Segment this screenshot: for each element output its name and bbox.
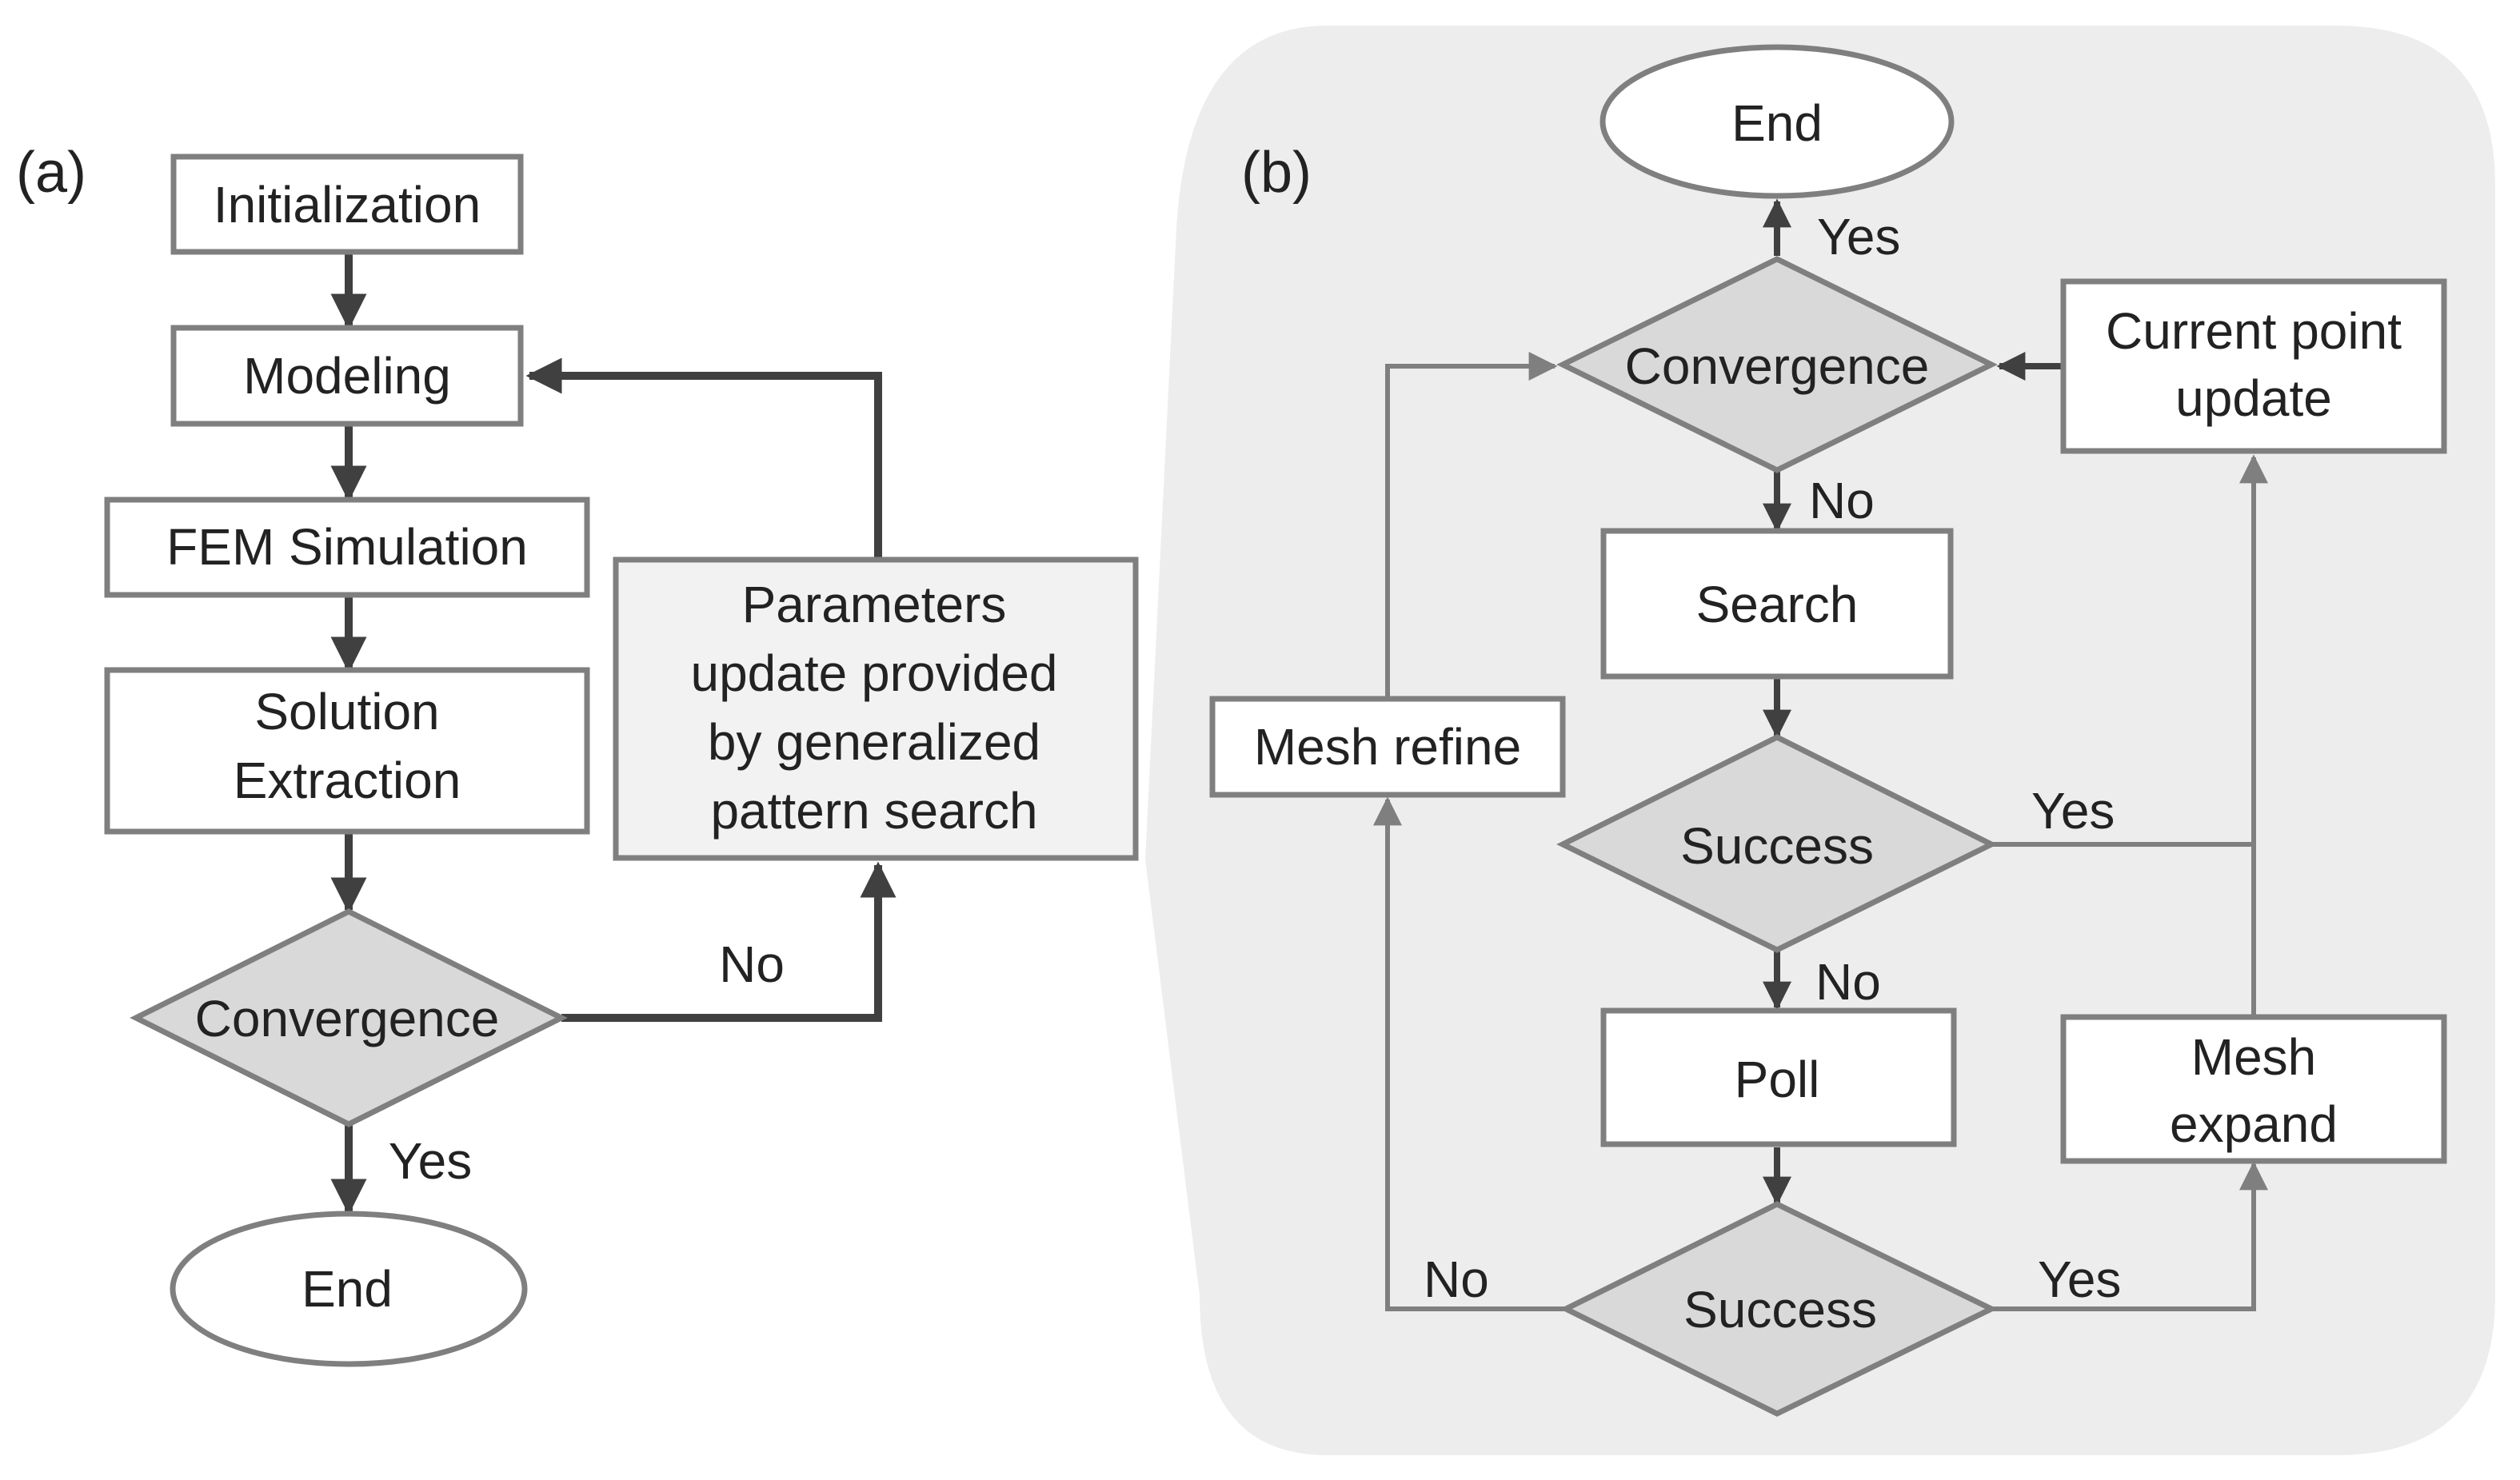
end-ellipse-a (170, 1211, 528, 1367)
convergence-diamond-a (130, 908, 568, 1127)
parameters-update-label-1: Parameters (742, 576, 1007, 633)
initialization-box (170, 154, 524, 255)
modeling-label: Modeling (243, 347, 451, 405)
panel-a-label: (a) (16, 141, 86, 205)
poll-success-no-label: No (1424, 1251, 1489, 1308)
solution-extraction-label-2: Extraction (234, 752, 461, 809)
yes-label-a: Yes (389, 1132, 472, 1190)
arrow-poll-success-no-to-mesh-refine (1373, 796, 1566, 1311)
convergence-diamond-b (1556, 256, 1998, 473)
convergence-label-b: Convergence (1625, 337, 1930, 395)
current-point-update-label-1: Current point (2106, 302, 2402, 360)
panel-b-label: (b) (1241, 141, 1312, 205)
mesh-expand-box (2060, 1014, 2447, 1164)
search-success-no-label: No (1815, 953, 1881, 1011)
convergence-no-label: No (1809, 472, 1875, 529)
search-success-label: Success (1680, 817, 1874, 875)
mesh-refine-label: Mesh refine (1254, 718, 1521, 776)
end-label-a: End (302, 1260, 393, 1318)
mesh-expand-label-2: expand (2170, 1095, 2338, 1153)
mesh-expand-label-1: Mesh (2191, 1028, 2317, 1086)
poll-label: Poll (1735, 1051, 1820, 1108)
current-point-update-box (2060, 278, 2447, 454)
arrow-convergence-no-to-parameters (561, 861, 897, 1022)
panel-b: (b) (1209, 44, 2447, 1417)
poll-success-label: Success (1683, 1281, 1877, 1338)
search-label: Search (1696, 576, 1859, 633)
solution-extraction-box (104, 667, 590, 835)
fem-simulation-label: FEM Simulation (166, 518, 528, 576)
poll-box (1600, 1007, 1957, 1147)
convergence-yes-label: Yes (1817, 208, 1900, 265)
fem-simulation-box (104, 497, 590, 598)
parameters-update-label-3: by generalized (708, 713, 1040, 771)
solution-extraction-label-1: Solution (254, 683, 439, 740)
convergence-label-a: Convergence (195, 990, 500, 1047)
poll-success-diamond (1560, 1201, 1998, 1417)
parameters-update-box (613, 556, 1139, 861)
end-ellipse-b (1599, 44, 1955, 199)
mesh-refine-box (1209, 696, 1566, 798)
no-label-a: No (719, 935, 785, 993)
end-label-b: End (1731, 94, 1823, 152)
search-box (1600, 528, 1954, 680)
arrow-poll-success-yes-to-mesh-expand (1991, 1161, 2268, 1311)
modeling-box (170, 325, 524, 427)
arrow-parameters-to-modeling (525, 357, 882, 560)
panel-a: (a) Initialization Modeling FEM Simulati… (16, 141, 1139, 1367)
search-success-diamond (1556, 734, 1998, 953)
initialization-label: Initialization (214, 176, 481, 233)
poll-success-yes-label: Yes (2038, 1251, 2121, 1308)
parameters-update-label-2: update provided (690, 644, 1057, 702)
current-point-update-label-2: update (2175, 369, 2332, 427)
parameters-update-label-4: pattern search (710, 782, 1037, 840)
arrow-mesh-refine-to-convergence (1385, 352, 1558, 699)
search-success-yes-label: Yes (2031, 782, 2115, 840)
